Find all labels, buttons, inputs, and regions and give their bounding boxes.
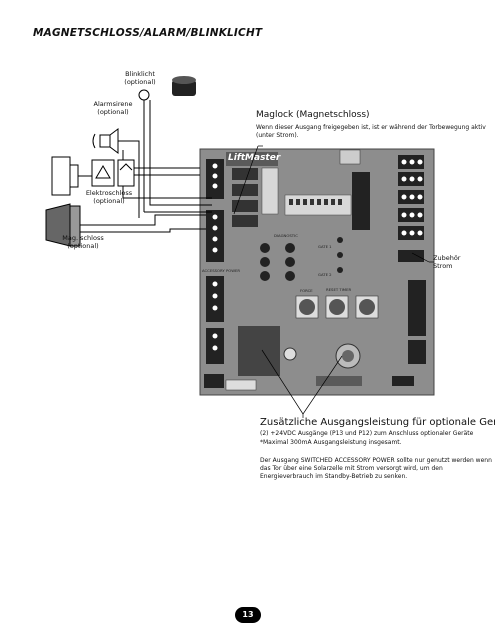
strobe-label: Blinklicht(optional) bbox=[124, 70, 156, 86]
accessory-power-heading: Zusätzliche Ausgangsleistung für optiona… bbox=[260, 417, 495, 428]
maglock-description: Wenn dieser Ausgang freigegeben ist, ist… bbox=[256, 124, 486, 139]
board-brand-logo: LiftMaster bbox=[228, 153, 281, 163]
mag-lock-icon bbox=[45, 203, 81, 247]
mag-lock-label: Mag. schloss(optional) bbox=[62, 234, 104, 250]
board-force-label: FORCE bbox=[300, 288, 313, 293]
board-reset-timer-label: RESET TIMER bbox=[326, 287, 352, 292]
alarm-label: Alarmsirene(optional) bbox=[93, 100, 133, 116]
accessory-power-outputs: (2) +24VDC Ausgänge (P13 und P12) zum An… bbox=[260, 430, 474, 437]
strobe-light-icon bbox=[138, 76, 196, 101]
board-accessory-label: ACCESSORY POWER bbox=[202, 268, 241, 273]
board-gate1-label: GATE 1 bbox=[318, 244, 332, 249]
alarm-siren-icon bbox=[92, 128, 119, 154]
board-diagnostic-label: DIAGNOSTIC bbox=[274, 233, 298, 238]
electric-lock-icon bbox=[51, 156, 135, 196]
maglock-heading: Maglock (Magnetschloss) bbox=[256, 110, 370, 120]
board-gate2-label: GATE 2 bbox=[318, 272, 332, 277]
page-title: MAGNETSCHLOSS/ALARM/BLINKLICHT bbox=[33, 27, 263, 39]
page-number: 13 bbox=[235, 607, 261, 623]
accessory-power-max: *Maximal 300mA Ausgangsleistung insgesam… bbox=[260, 439, 402, 446]
electric-lock-label: Elektroschloss(optional) bbox=[85, 189, 133, 205]
control-board bbox=[199, 148, 435, 396]
solar-note: Der Ausgang SWITCHED ACCESSORY POWER sol… bbox=[260, 457, 492, 480]
